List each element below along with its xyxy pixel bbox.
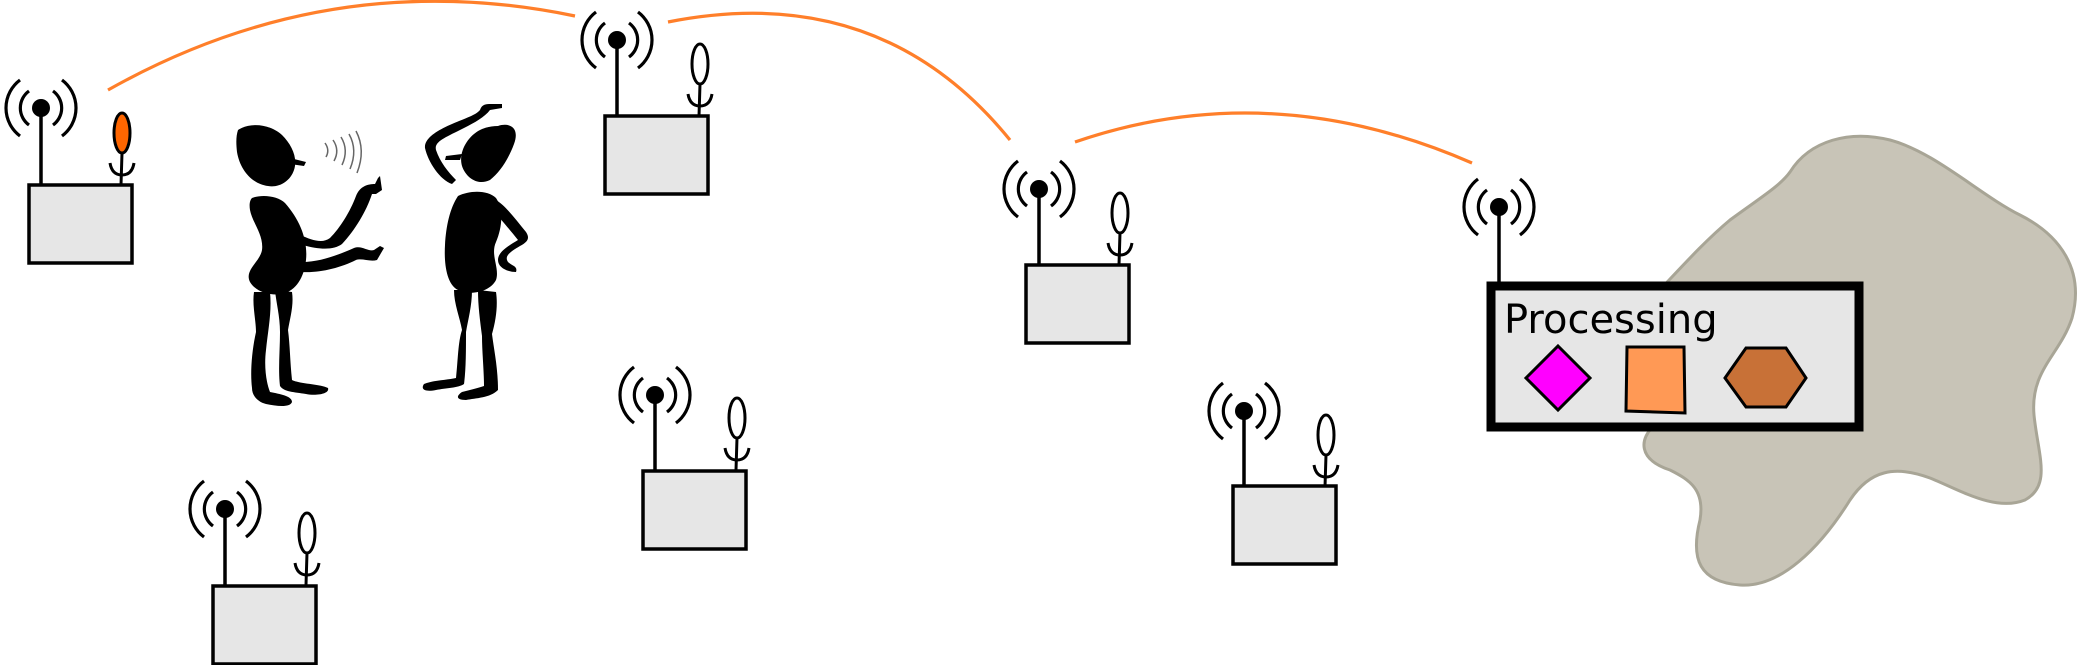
- sensor-icon: [108, 111, 136, 186]
- wireless-node-1: [4, 78, 136, 265]
- node-box: [211, 584, 318, 665]
- diamond-shape-icon: [1523, 343, 1593, 413]
- radio-link-1: [107, 0, 576, 92]
- radio-link-3: [1074, 111, 1473, 165]
- radio-link-2: [667, 11, 1012, 142]
- speaking-person-icon: [236, 125, 384, 406]
- sensor-icon: [686, 42, 714, 118]
- wireless-node-3: [1002, 159, 1134, 345]
- node-box: [1231, 484, 1338, 566]
- node-box: [27, 183, 134, 265]
- wireless-node-2: [580, 10, 714, 196]
- sensor-icon: [723, 396, 751, 472]
- node-box: [641, 469, 748, 551]
- wireless-node-5: [188, 479, 321, 665]
- sensor-icon: [293, 511, 321, 587]
- hexagon-shape-icon: [1723, 346, 1808, 409]
- wireless-node-6: [1207, 381, 1340, 566]
- listening-person-icon: [422, 104, 528, 400]
- wireless-node-4: [618, 365, 751, 551]
- sensor-icon: [1106, 191, 1134, 267]
- node-box: [1024, 263, 1131, 345]
- sensor-icon: [1312, 413, 1340, 489]
- processing-node: Processing: [1462, 177, 1864, 432]
- square-shape-icon: [1624, 345, 1687, 415]
- node-box: [603, 114, 710, 196]
- processing-label: Processing: [1504, 297, 1718, 343]
